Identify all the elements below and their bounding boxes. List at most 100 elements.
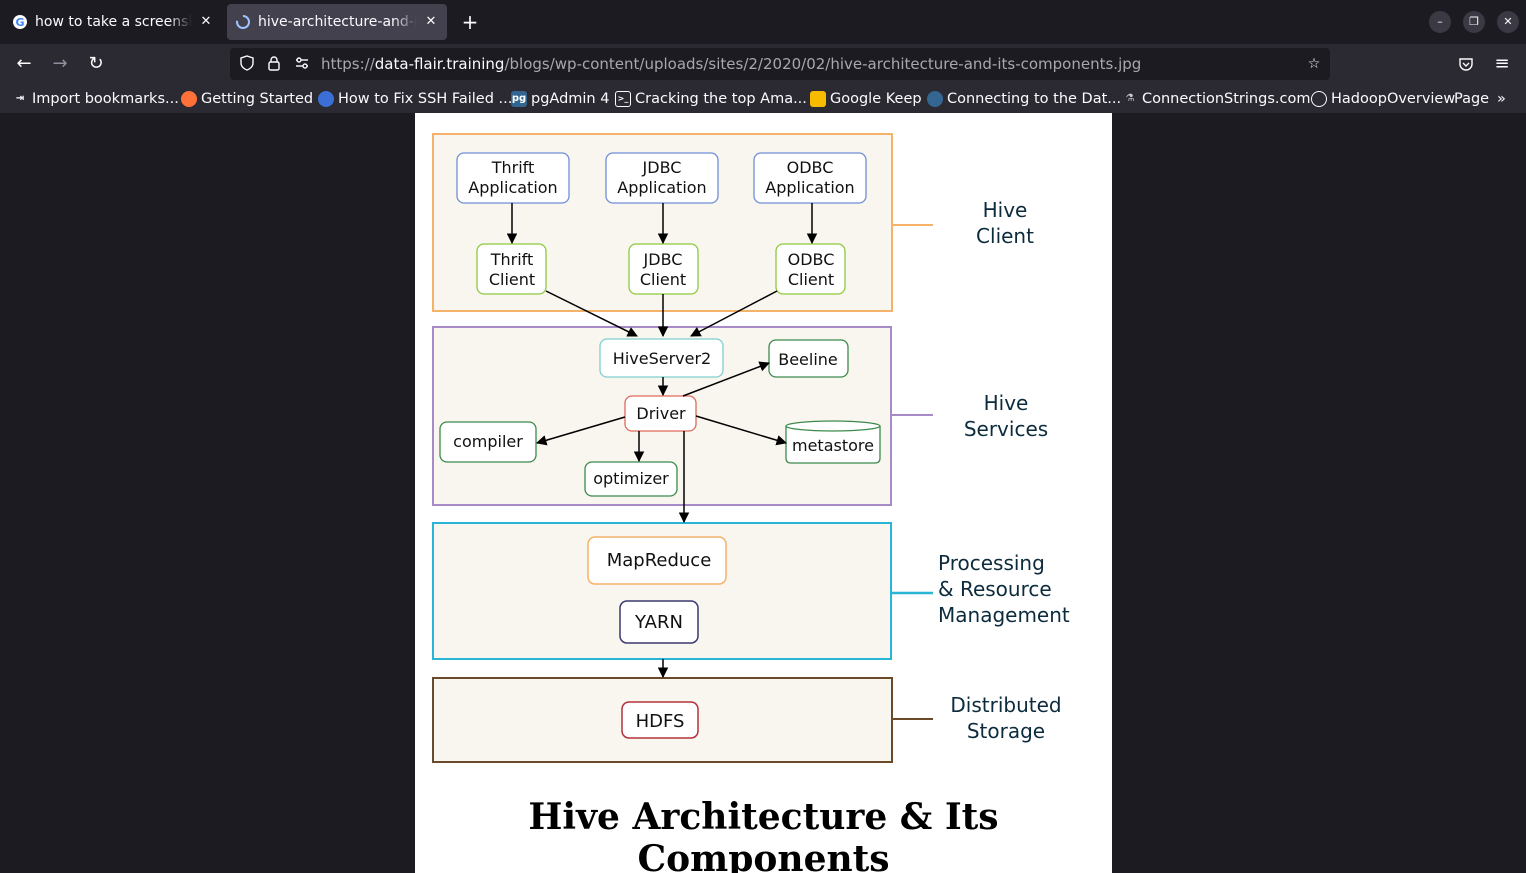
optimizer-label: optimizer — [593, 469, 669, 488]
hiveserver2-label: HiveServer2 — [613, 349, 711, 368]
hive-client-label-line2: Client — [976, 224, 1034, 248]
back-arrow-icon[interactable]: ← — [16, 53, 32, 74]
lock-icon[interactable] — [265, 55, 283, 73]
reload-icon[interactable]: ↻ — [88, 53, 104, 74]
close-window-icon[interactable]: ✕ — [1497, 11, 1519, 33]
bookmark-star-icon[interactable]: ☆ — [1307, 56, 1321, 72]
firefox-icon — [181, 91, 197, 107]
bookmark-cracking[interactable]: >_Cracking the top Ama... — [615, 89, 807, 109]
thrift-client-line2: Client — [489, 270, 535, 289]
pgadmin-icon: pg — [511, 91, 527, 107]
beeline-label: Beeline — [778, 350, 838, 369]
processing-label-line2: & Resource — [938, 577, 1052, 601]
tab-hive-architecture[interactable]: hive-architecture-and-its-components.jpg… — [227, 4, 447, 40]
bookmark-connecting-db[interactable]: Connecting to the Dat... — [927, 89, 1121, 109]
arrow-thrift-client-to-hiveserver2 — [545, 290, 638, 337]
bookmark-connectionstrings[interactable]: ⚗ ConnectionStrings.com — [1122, 89, 1311, 109]
mapreduce-node — [587, 536, 727, 585]
hamburger-menu-icon[interactable]: ≡ — [1494, 53, 1510, 74]
bookmark-hadoop-overview[interactable]: HadoopOverview — [1311, 89, 1455, 109]
bookmark-import[interactable]: ⇥ Import bookmarks... — [12, 89, 179, 109]
terminal-icon: >_ — [615, 91, 631, 107]
content-viewport: Thrift Application JDBC Application ODBC… — [0, 113, 1526, 873]
keep-icon — [810, 91, 826, 107]
thrift-client-line1: Thrift — [490, 250, 534, 269]
connstrings-icon: ⚗ — [1125, 93, 1135, 104]
storage-label-line2: Storage — [967, 719, 1045, 743]
hive-client-label-line1: Hive — [983, 198, 1028, 222]
pocket-icon[interactable] — [1454, 52, 1478, 76]
metastore-top — [785, 420, 881, 432]
mapreduce-label: MapReduce — [607, 550, 712, 571]
shield-icon[interactable] — [238, 55, 256, 73]
arrow-odbc-client-to-hiveserver2 — [690, 290, 778, 337]
odbc-client-line1: ODBC — [788, 250, 835, 269]
hdfs-label: HDFS — [636, 711, 685, 732]
odbc-client-line2: Client — [788, 270, 834, 289]
restore-icon[interactable]: ❐ — [1463, 11, 1485, 33]
arrow-driver-to-compiler — [535, 416, 626, 446]
permissions-icon[interactable] — [293, 55, 311, 73]
driver-label: Driver — [636, 404, 686, 423]
storage-label-line1: Distributed — [950, 693, 1061, 717]
url-path: /blogs/wp-content/uploads/sites/2/2020/0… — [504, 55, 1142, 73]
forward-arrow-icon[interactable]: → — [52, 53, 68, 74]
bookmarks-overflow-icon[interactable]: » — [1497, 91, 1506, 107]
bookmarks-toolbar: ⇥ Import bookmarks... Getting Started How… — [0, 84, 1526, 113]
metastore-node — [785, 426, 881, 464]
bookmark-label: pgAdmin 4 — [531, 91, 610, 107]
bookmark-label: Import bookmarks... — [32, 91, 179, 107]
hdfs-node — [621, 701, 699, 739]
jdbc-application-line2: Application — [617, 178, 706, 197]
new-tab-button[interactable]: + — [461, 10, 479, 34]
bookmark-label: Cracking the top Ama... — [635, 91, 807, 107]
yarn-label: YARN — [634, 612, 683, 633]
dataflair-icon — [235, 14, 251, 30]
jdbc-client-line1: JDBC — [643, 250, 683, 269]
google-icon: G — [12, 14, 28, 30]
url-bar[interactable]: https://data-flair.training/blogs/wp-con… — [230, 48, 1330, 80]
bookmark-label: Connecting to the Dat... — [947, 91, 1122, 107]
bookmark-label: Getting Started — [201, 91, 314, 107]
minimize-icon[interactable]: – — [1429, 11, 1451, 33]
processing-label-line1: Processing — [938, 551, 1045, 575]
optimizer-node — [584, 461, 678, 497]
image-caption: Hive Architecture & Its Components — [528, 796, 999, 873]
thrift-application-line1: Thrift — [491, 158, 535, 177]
bookmark-getting-started[interactable]: Getting Started — [181, 89, 313, 109]
url-text[interactable]: https://data-flair.training/blogs/wp-con… — [321, 55, 1141, 73]
metastore-label: metastore — [792, 436, 874, 455]
close-tab-icon[interactable]: ✕ — [200, 14, 212, 29]
bookmark-label: Page — [1454, 91, 1490, 107]
tab-strip: G how to take a screenshot ✕ hive-archit… — [0, 0, 1526, 44]
hiveserver2-node — [599, 338, 724, 378]
odbc-application-node — [753, 152, 867, 204]
hive-architecture-image: Thrift Application JDBC Application ODBC… — [415, 113, 1112, 873]
arrow-driver-to-beeline — [682, 361, 770, 397]
bookmark-label: Google Keep — [830, 91, 922, 107]
jdbc-application-node — [605, 152, 719, 204]
odbc-application-line2: Application — [765, 178, 854, 197]
hive-services-label-line2: Services — [964, 417, 1048, 441]
tab-title: how to take a screenshot — [35, 14, 192, 30]
arrow-driver-to-metastore — [695, 415, 788, 446]
globe-icon — [1311, 91, 1327, 107]
import-icon: ⇥ — [15, 93, 25, 104]
globe-icon — [318, 91, 334, 107]
svg-text:G: G — [15, 16, 24, 29]
thrift-application-line2: Application — [468, 178, 557, 197]
hive-services-label-line1: Hive — [984, 391, 1029, 415]
bookmark-google-keep[interactable]: Google Keep — [810, 89, 922, 109]
tab-screenshot-search[interactable]: G how to take a screenshot ✕ — [4, 4, 222, 40]
url-prefix: https:// — [321, 55, 375, 73]
bookmark-ssh-fix[interactable]: How to Fix SSH Failed ... — [318, 89, 512, 109]
url-host: data-flair.training — [374, 55, 505, 73]
bookmark-page[interactable]: Page — [1454, 89, 1489, 109]
close-tab-icon[interactable]: ✕ — [425, 14, 437, 29]
hive-architecture-diagram: Thrift Application JDBC Application ODBC… — [432, 133, 1070, 763]
processing-label-line3: Management — [938, 603, 1070, 627]
bookmark-label: ConnectionStrings.com — [1142, 91, 1311, 107]
bookmark-label: How to Fix SSH Failed ... — [338, 91, 513, 107]
